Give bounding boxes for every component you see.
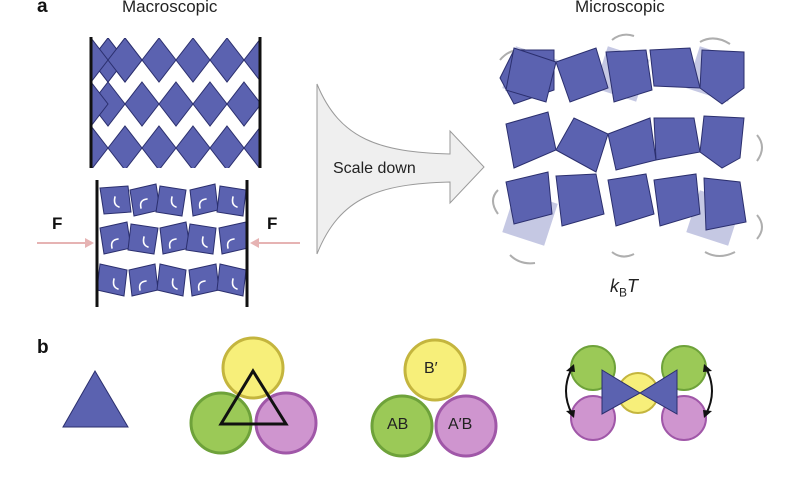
circle-label-ab: AB xyxy=(387,416,409,433)
panel-a-label: a xyxy=(37,0,48,17)
circle-label-b-prime: B′ xyxy=(424,360,438,377)
thermal-t: T xyxy=(627,276,639,296)
scale-down-label: Scale down xyxy=(333,160,416,177)
microscopic-title: Microscopic xyxy=(575,0,665,16)
thermal-k: k xyxy=(610,276,619,296)
force-label-left: F xyxy=(52,214,63,233)
circle-label-a-prime-b: A′B xyxy=(448,416,473,433)
force-label-right: F xyxy=(267,214,278,233)
triangle-unit xyxy=(62,370,129,428)
macroscopic-title: Macroscopic xyxy=(122,0,218,16)
thermal-sub-b: B xyxy=(619,285,628,300)
thermal-energy-label: kBT xyxy=(610,276,638,300)
panel-b-label: b xyxy=(37,337,49,358)
